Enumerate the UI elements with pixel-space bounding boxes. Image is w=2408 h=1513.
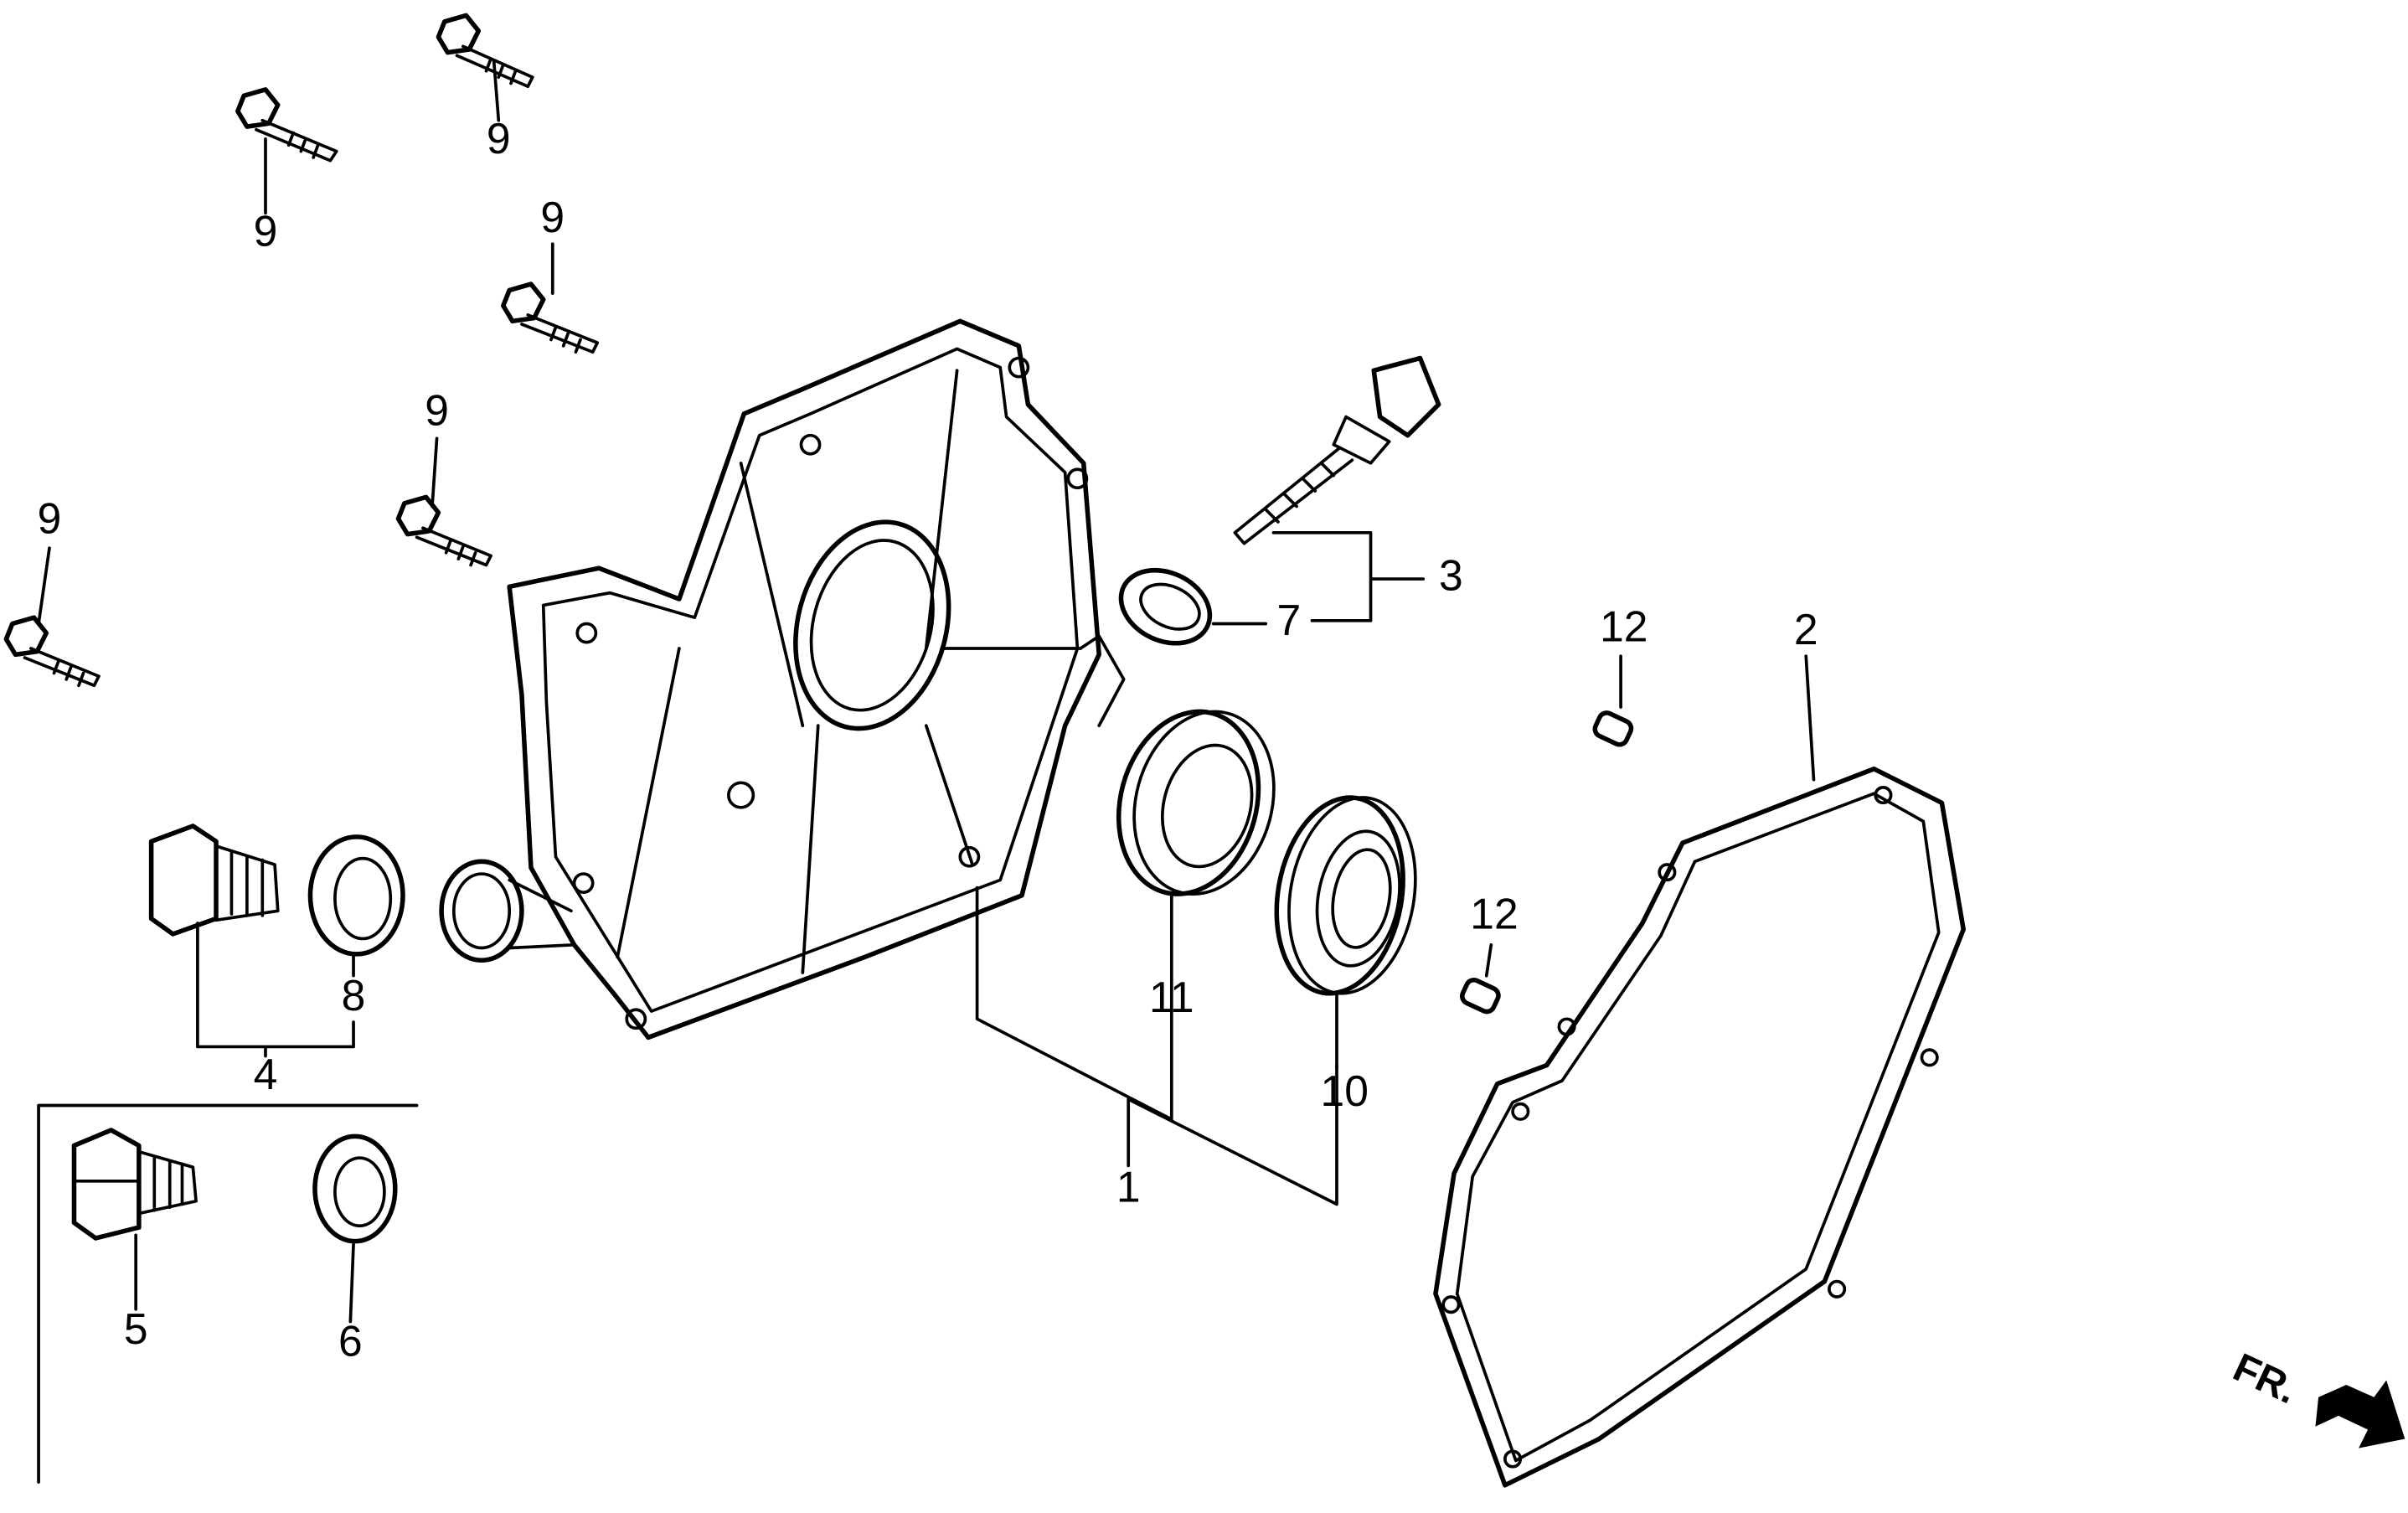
callout-1: 1	[1116, 1162, 1141, 1211]
callout-9: 9	[254, 207, 278, 256]
dowel-pin	[1460, 977, 1501, 1015]
callout-3: 3	[1439, 551, 1463, 600]
callout-9: 9	[425, 386, 449, 435]
flange-bolt	[501, 281, 600, 354]
flange-bolt	[3, 615, 101, 688]
callout-11: 11	[1149, 973, 1194, 1021]
callout-10: 10	[1321, 1066, 1369, 1115]
callout-9: 9	[38, 494, 62, 543]
sealing-washer-alt	[312, 1133, 398, 1244]
flange-bolt	[395, 494, 492, 567]
drain-plug	[148, 824, 280, 937]
callout-2: 2	[1794, 605, 1818, 653]
callout-8: 8	[342, 971, 366, 1020]
o-ring-seal	[1118, 567, 1213, 646]
leader-lines	[37, 59, 1816, 1484]
callout-7: 7	[1277, 596, 1302, 644]
front-direction-marker: FR.	[2226, 1345, 2405, 1448]
callout-9: 9	[487, 114, 511, 163]
case-cover-gasket	[1433, 766, 1966, 1488]
crankcase-cover	[439, 318, 1126, 1041]
flange-bolt	[235, 87, 338, 163]
callout-4: 4	[254, 1050, 278, 1098]
flange-bolt	[436, 13, 534, 89]
callout-12: 12	[1600, 602, 1647, 651]
sealing-washer	[307, 834, 405, 957]
dowel-pin	[1592, 710, 1634, 747]
oil-seal	[1116, 709, 1276, 896]
drain-plug-alt	[71, 1128, 198, 1241]
callout-5: 5	[124, 1304, 148, 1353]
front-arrow-icon	[2315, 1380, 2405, 1448]
callout-6: 6	[338, 1317, 363, 1366]
front-label: FR.	[2226, 1345, 2303, 1413]
callout-12: 12	[1470, 889, 1518, 937]
oil-drain-boss	[439, 859, 524, 963]
ball-bearing	[1274, 795, 1417, 996]
oil-level-gauge	[1233, 355, 1441, 545]
callout-9: 9	[540, 193, 565, 241]
